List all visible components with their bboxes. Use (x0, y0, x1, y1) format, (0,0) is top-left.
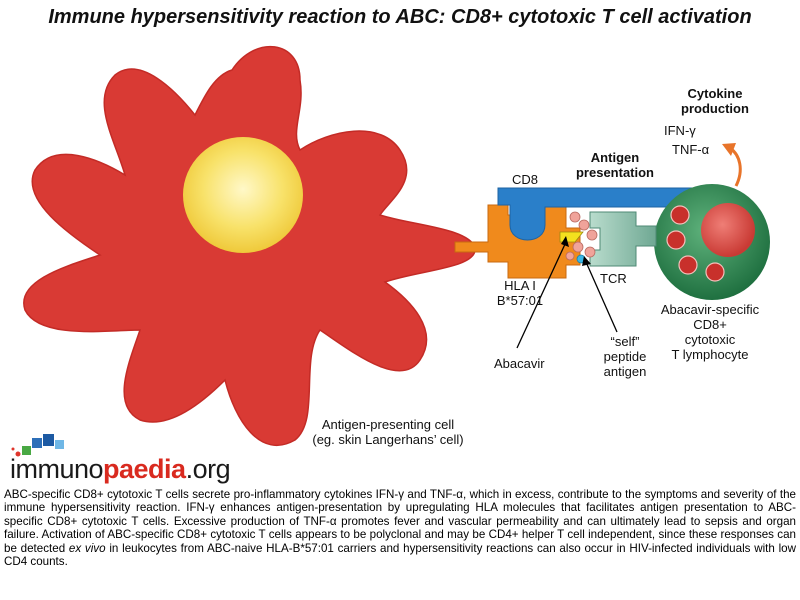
abacavir-pointer (516, 241, 567, 349)
t-cell-receptor (589, 211, 657, 267)
peptide-cluster (559, 211, 598, 264)
tnf-alpha-label: TNF-α (672, 142, 710, 157)
cytotoxic-granules (666, 205, 725, 282)
cd8-label: CD8 (512, 172, 539, 187)
tcr-label: TCR (600, 271, 627, 286)
diagram-canvas (23, 45, 770, 447)
logo-cubes-icon (11, 434, 64, 457)
figure-caption: ABC-specific CD8+ cytotoxic T cells secr… (4, 488, 796, 569)
apc-label: Antigen-presenting cell(eg. skin Langerh… (312, 417, 464, 447)
apc-nucleus (183, 137, 303, 253)
t-lymphocyte-nucleus (701, 203, 755, 257)
cd8-coreceptor (497, 187, 701, 241)
logo-wordmark: immunopaedia.org (10, 454, 231, 484)
immunopaedia-logo (11, 434, 64, 457)
peptide-pointer (585, 261, 618, 333)
ifn-gamma-label: IFN-γ (664, 123, 696, 138)
figure-title: Immune hypersensitivity reaction to ABC:… (48, 6, 752, 28)
abacavir-label: Abacavir (494, 356, 545, 371)
